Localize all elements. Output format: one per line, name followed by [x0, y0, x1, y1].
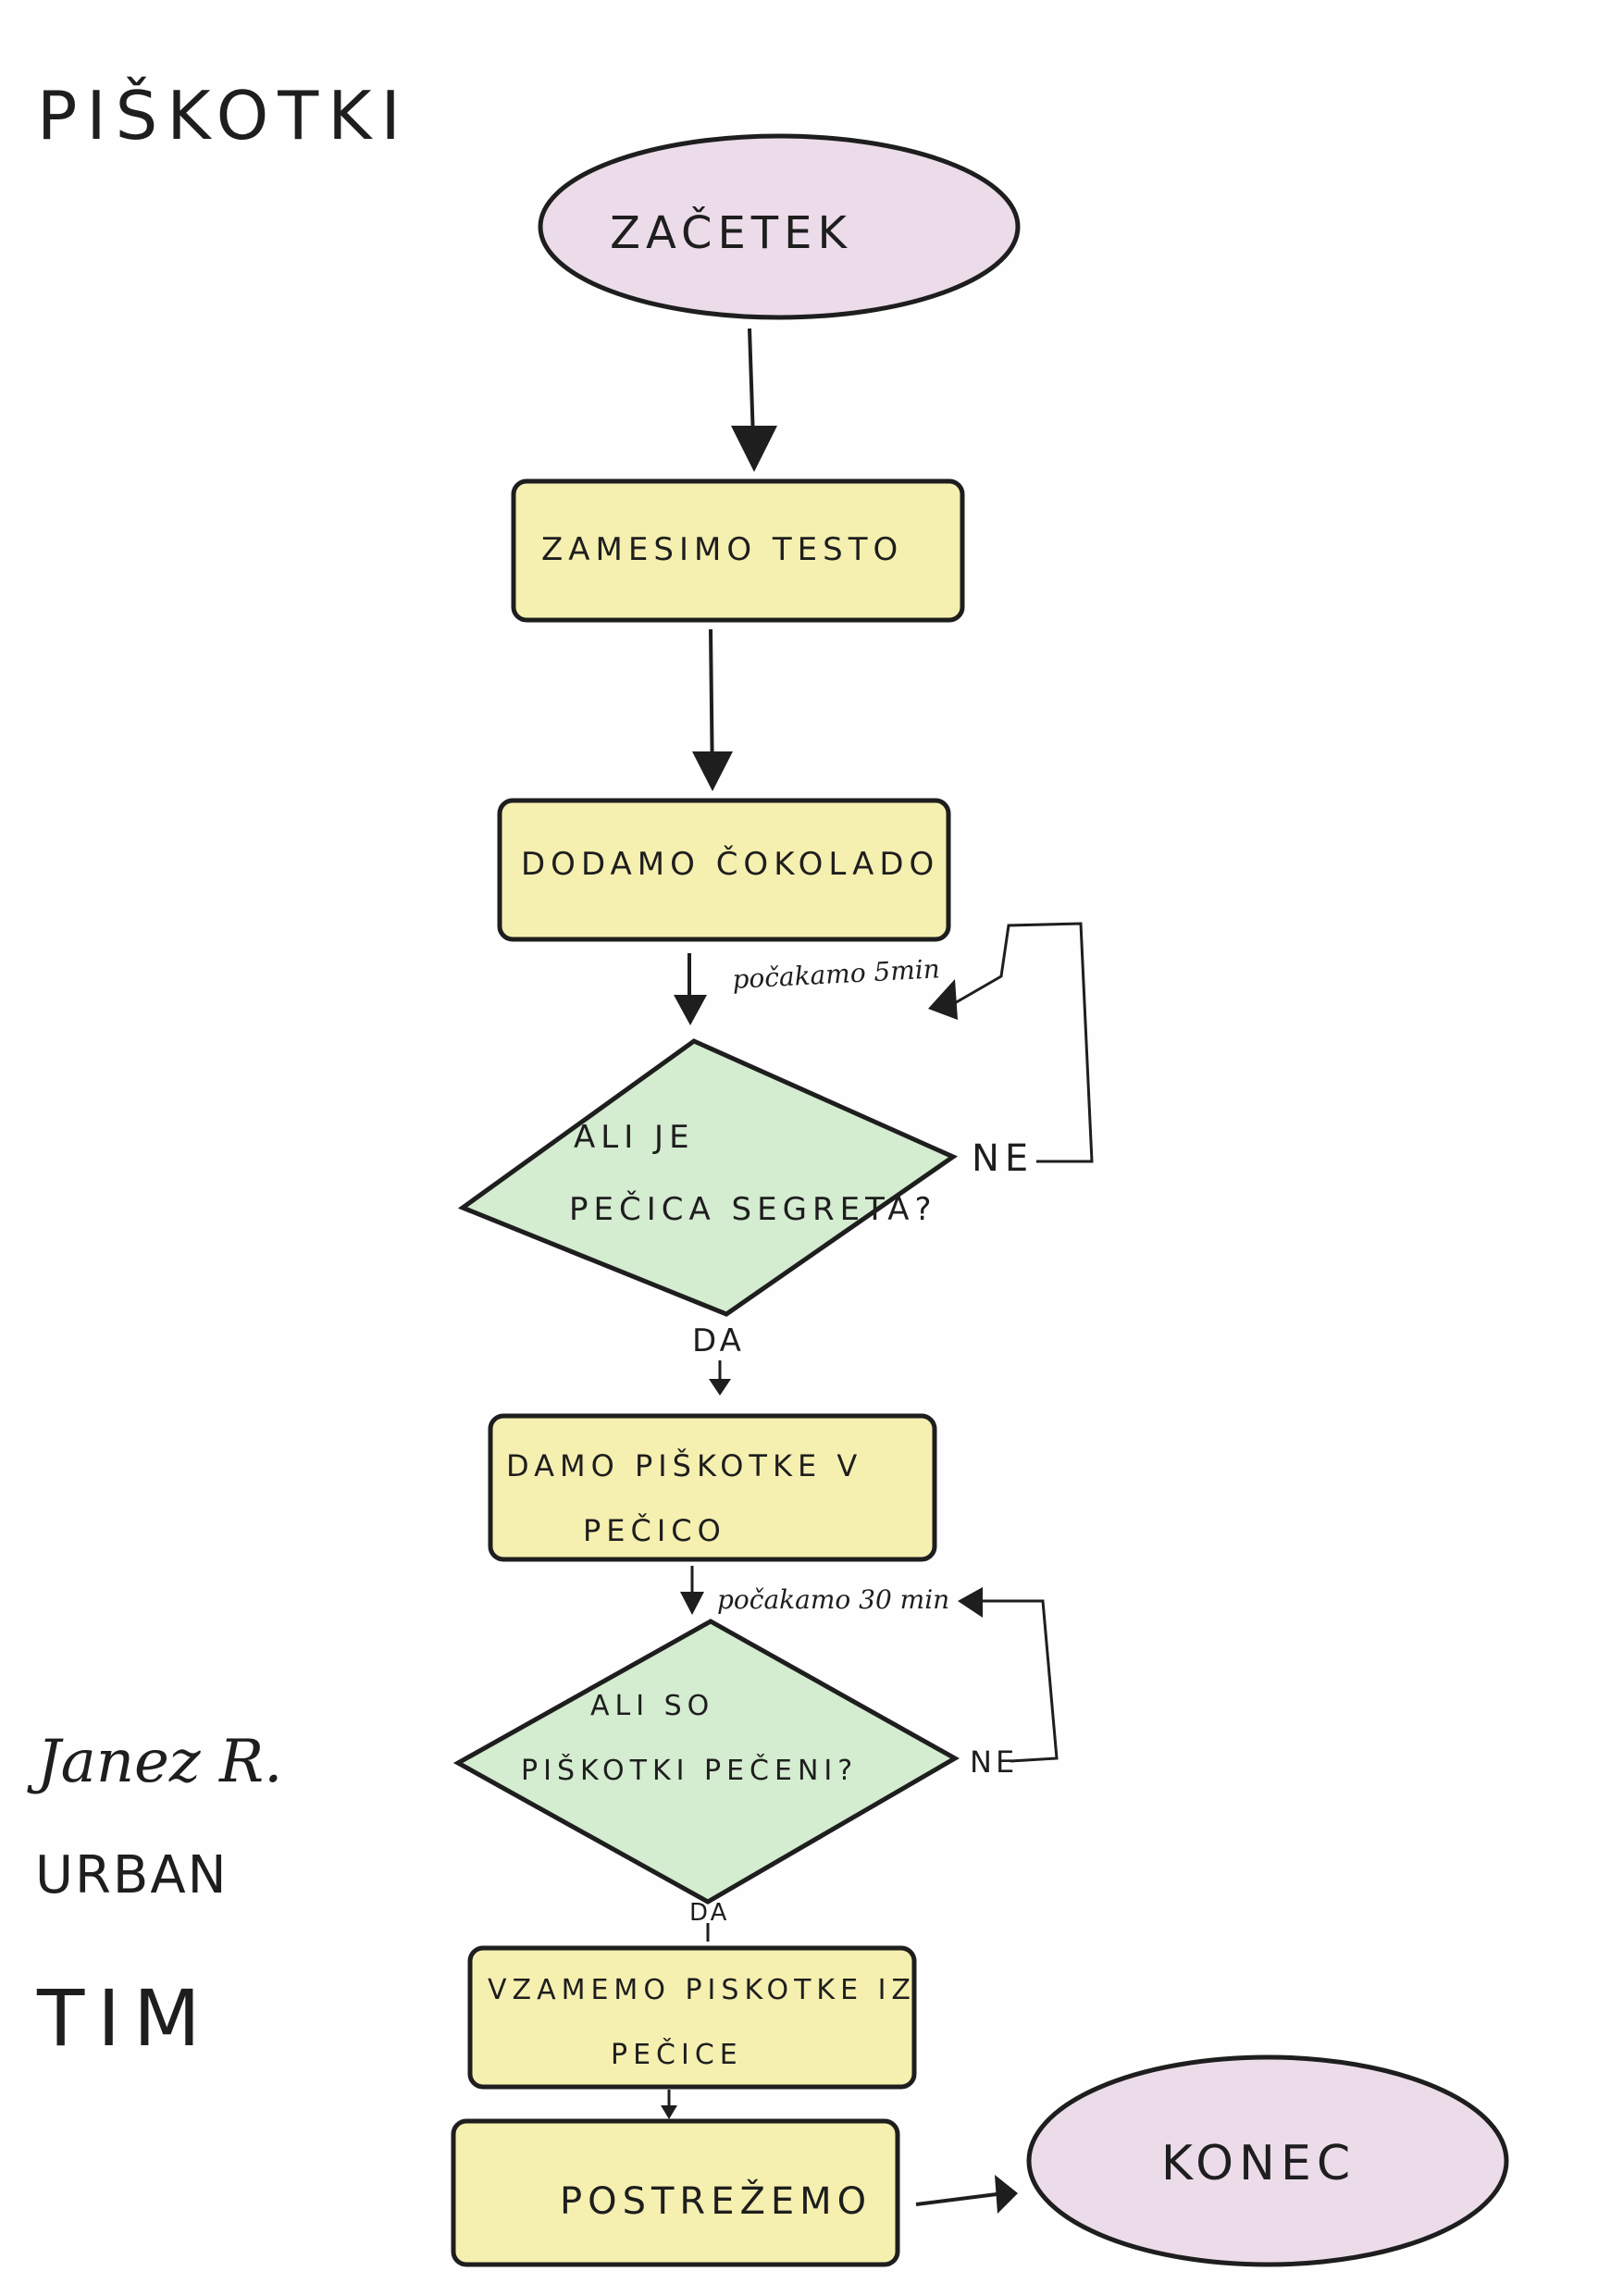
step-dough-label: ZAMESIMO TESTO: [541, 531, 903, 568]
wait-5-label: počakamo 5min: [732, 953, 941, 995]
step-into-oven-box: [488, 1413, 937, 1562]
oven-no-label: NE: [972, 1137, 1034, 1180]
wait-30-label: počakamo 30 min: [717, 1584, 949, 1615]
step-serve-label: POSTREŽEMO: [560, 2178, 872, 2223]
baked-no-label: NE: [970, 1744, 1018, 1780]
step-chocolate-label: DODAMO ČOKOLADO: [521, 845, 939, 883]
step-serve-box: [451, 2118, 900, 2267]
step-chocolate-node: DODAMO ČOKOLADO: [497, 798, 951, 942]
author-line-3: TIM: [36, 1973, 214, 2064]
end-node: KONEC: [1026, 2054, 1509, 2267]
end-ellipse: [1026, 2054, 1509, 2267]
arrowhead-start-to-dough: [731, 426, 777, 472]
step-chocolate-box: [497, 798, 951, 942]
end-label: KONEC: [1161, 2136, 1356, 2191]
step-dough-node: ZAMESIMO TESTO: [511, 478, 965, 623]
decision-baked-node: ALI SO PIŠKOTKI PEČENI?: [452, 1619, 960, 1905]
decision-oven-line2: PEČICA SEGRETA?: [569, 1190, 937, 1228]
oven-yes-label: DA: [692, 1322, 745, 1359]
start-node: ZAČETEK: [538, 133, 1021, 320]
start-label: ZAČETEK: [610, 206, 852, 259]
decision-baked-diamond: [452, 1619, 960, 1905]
baked-yes-label: DA: [689, 1899, 729, 1927]
step-dough-box: [511, 478, 965, 623]
step-into-oven-line2: PEČICO: [583, 1512, 726, 1548]
baked-no-loop: [981, 1599, 1059, 1763]
step-into-oven-line1: DAMO PIŠKOTKE V: [506, 1447, 862, 1483]
step-serve-node: POSTREŽEMO: [451, 2118, 900, 2267]
decision-oven-line1: ALI JE: [574, 1119, 695, 1156]
page-title: PIŠKOTKI: [37, 77, 410, 155]
arrowhead-take-out-to-serve: [661, 2105, 677, 2119]
author-line-1: Janez R.: [27, 1728, 283, 1796]
decision-oven-node: ALI JE PEČICA SEGRETA?: [457, 1038, 959, 1317]
step-take-out-box: [467, 1945, 917, 2090]
step-take-out-node: VZAMEMO PISKOTKE IZ PEČICE: [467, 1945, 917, 2090]
decision-baked-line1: ALI SO: [590, 1690, 714, 1722]
arrowhead-into-oven-to-baked-decision: [680, 1592, 704, 1615]
author-line-2: URBAN: [35, 1845, 229, 1905]
step-take-out-line2: PEČICE: [611, 2037, 743, 2071]
step-into-oven-node: DAMO PIŠKOTKE V PEČICO: [488, 1413, 937, 1562]
oven-no-loop: [952, 922, 1094, 1163]
arrowhead-dough-to-chocolate: [692, 751, 733, 791]
arrow-serve-to-end: [915, 2191, 1005, 2206]
arrowhead-baked-no-loop: [958, 1587, 983, 1618]
decision-baked-line2: PIŠKOTKI PEČENI?: [521, 1753, 858, 1787]
arrowhead-chocolate-to-oven-decision: [674, 995, 707, 1025]
decision-oven-diamond: [457, 1038, 959, 1317]
step-take-out-line1: VZAMEMO PISKOTKE IZ: [488, 1974, 916, 2006]
arrowhead-serve-to-end: [995, 2175, 1018, 2214]
arrowhead-oven-yes: [709, 1379, 731, 1396]
arrowhead-oven-no-loop: [928, 979, 958, 1020]
start-ellipse: [538, 133, 1021, 320]
